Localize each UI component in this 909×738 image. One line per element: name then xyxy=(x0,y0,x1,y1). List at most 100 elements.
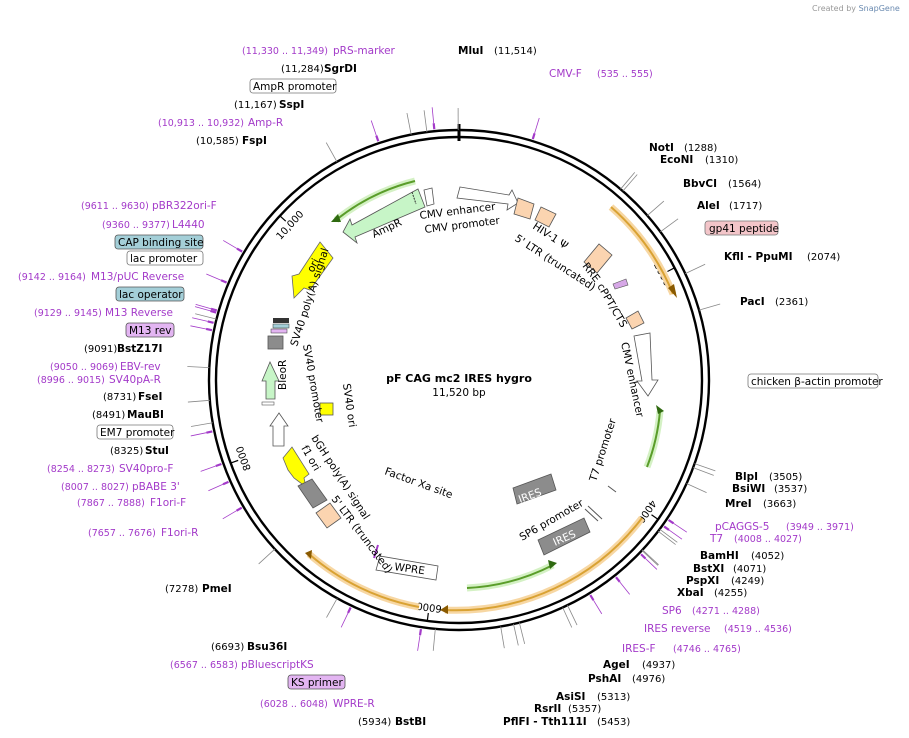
scale-tick xyxy=(426,612,429,621)
primer-leader xyxy=(534,117,540,134)
enzyme-leader xyxy=(518,622,526,645)
green-arrowhead-right xyxy=(656,405,664,414)
primer-mark xyxy=(375,135,380,142)
primer-f1orif-name[interactable]: F1ori-F xyxy=(150,497,186,509)
t7-mark xyxy=(607,485,617,493)
enzyme-fspi-pos: (10,585) xyxy=(196,136,239,147)
ori-arrow xyxy=(291,241,334,299)
enzyme-blpi-name[interactable]: BlpI xyxy=(735,471,758,483)
lac-small-2 xyxy=(272,323,290,329)
enzyme-asisi-name[interactable]: AsiSI xyxy=(556,691,585,703)
enzyme-paci-name[interactable]: PacI xyxy=(740,296,765,308)
enzyme-mrei-pos: (3663) xyxy=(763,499,796,510)
enzyme-sgrdi-name[interactable]: SgrDI xyxy=(324,63,357,75)
enzyme-bamhi-name[interactable]: BamHI xyxy=(700,550,739,562)
primer-leaders xyxy=(190,107,688,651)
primer-leader xyxy=(195,303,212,310)
enzyme-bstbi-name[interactable]: BstBI xyxy=(395,716,426,728)
primer-leader xyxy=(417,634,421,651)
lac-operator-label: lac operator xyxy=(119,289,183,301)
enzyme-bbvci-name[interactable]: BbvCI xyxy=(683,178,717,190)
enzyme-bstz17i-name[interactable]: BstZ17I xyxy=(117,343,162,355)
enzyme-fspi-name[interactable]: FspI xyxy=(242,135,267,147)
em7-promoter-box[interactable] xyxy=(96,424,174,440)
primer-l4440-name[interactable]: L4440 xyxy=(172,219,205,231)
primer-ampr-name[interactable]: Amp-R xyxy=(248,117,283,129)
enzyme-pspxi-name[interactable]: PspXI xyxy=(686,575,719,587)
primer-iresrev-name[interactable]: IRES reverse xyxy=(644,623,711,635)
enzyme-agei-name[interactable]: AgeI xyxy=(603,659,630,671)
primer-leader xyxy=(192,317,208,322)
primer-mark xyxy=(615,576,621,583)
feature-t7-promoter: T7 promoter xyxy=(587,417,619,484)
enzyme-kfli-name[interactable]: KflI - PpuMI xyxy=(724,251,793,263)
cap-binding-box[interactable] xyxy=(114,234,204,250)
primer-sv40pro-name[interactable]: SV40pro-F xyxy=(119,463,173,475)
enzyme-pspxi-pos: (4249) xyxy=(731,576,764,587)
primer-m13rev-range: (9129 .. 9145) xyxy=(34,308,102,319)
enzyme-leader xyxy=(187,366,210,368)
primer-wprer-name[interactable]: WPRE-R xyxy=(333,698,375,710)
primer-iresf-name[interactable]: IRES-F xyxy=(622,643,656,655)
enzyme-sspi-name[interactable]: SspI xyxy=(279,99,304,111)
primer-pcaggs-name[interactable]: pCAGGS-5 xyxy=(715,521,769,533)
primer-ebv-name[interactable]: EBV-rev xyxy=(120,361,161,373)
enzyme-stui-name[interactable]: StuI xyxy=(145,445,169,457)
enzyme-pmei-name[interactable]: PmeI xyxy=(202,583,232,595)
primer-leader xyxy=(668,529,683,540)
primer-mark xyxy=(205,327,213,332)
enzyme-leader xyxy=(641,550,659,566)
enzyme-noti-name[interactable]: NotI xyxy=(649,142,674,154)
lac-small-1 xyxy=(273,318,289,323)
primer-f1orir-name[interactable]: F1ori-R xyxy=(161,527,198,539)
primer-leader xyxy=(190,432,207,437)
enzyme-leader xyxy=(513,623,519,646)
enzyme-bsiwi-name[interactable]: BsiWI xyxy=(732,483,765,495)
m13-rev-box[interactable] xyxy=(125,322,175,338)
gp41-box[interactable] xyxy=(704,220,779,236)
enzyme-alei-name[interactable]: AleI xyxy=(697,200,720,212)
primer-mark xyxy=(206,430,213,434)
enzyme-fsei-name[interactable]: FseI xyxy=(138,391,162,403)
primer-m13puc-name[interactable]: M13/pUC Reverse xyxy=(91,271,184,283)
primer-t7-name[interactable]: T7 xyxy=(709,533,723,545)
primer-f1orir-range: (7657 .. 7676) xyxy=(88,528,156,539)
enzyme-bsu36i-name[interactable]: Bsu36I xyxy=(247,641,287,653)
lac-promoter-box[interactable] xyxy=(126,250,204,266)
primer-mark xyxy=(640,553,647,560)
chicken-actin-box[interactable] xyxy=(747,373,879,389)
primer-mark xyxy=(215,462,222,468)
enzyme-xbai-name[interactable]: XbaI xyxy=(677,587,704,599)
enzyme-bsiwi-pos: (3537) xyxy=(774,484,807,495)
enzyme-pflfi-name[interactable]: PflFI - Tth111I xyxy=(503,716,587,728)
primer-pbr322-name[interactable]: pBR322ori-F xyxy=(152,200,217,212)
enzyme-rsrii-name[interactable]: RsrII xyxy=(534,703,561,715)
primer-sp6-name[interactable]: SP6 xyxy=(662,605,682,617)
enzyme-bstxi-name[interactable]: BstXI xyxy=(693,563,724,575)
primer-sv40pa-range: (8996 .. 9015) xyxy=(37,375,105,386)
enzyme-leader xyxy=(326,598,338,618)
ampr-promoter-box[interactable] xyxy=(249,78,337,94)
enzyme-asisi-pos: (5313) xyxy=(597,692,630,703)
primer-sv40pa-name[interactable]: SV40pA-R xyxy=(109,374,161,386)
enzyme-leader xyxy=(692,467,714,476)
primer-pbskss-name[interactable]: pBluescriptKS xyxy=(241,659,314,671)
ires-box-upper xyxy=(512,473,557,505)
primer-prs-name[interactable]: pRS-marker xyxy=(333,45,396,57)
enzyme-pshai-name[interactable]: PshAI xyxy=(588,673,621,685)
primer-t7-range: (4008 .. 4027) xyxy=(734,534,802,545)
enzyme-mrei-name[interactable]: MreI xyxy=(725,498,752,510)
primer-cmvf-name[interactable]: CMV-F xyxy=(549,68,582,80)
primer-pbabe-name[interactable]: pBABE 3' xyxy=(132,481,180,493)
enzyme-bstz17i-pos: (9091) xyxy=(84,344,117,355)
enzyme-maubi-name[interactable]: MauBI xyxy=(127,409,164,421)
feature-green-arc-bottom xyxy=(466,561,555,592)
primer-m13rev-name[interactable]: M13 Reverse xyxy=(105,307,173,319)
scale-label: 8000 xyxy=(235,444,254,472)
primer-leader xyxy=(370,120,377,136)
primer-mark xyxy=(220,279,228,284)
enzyme-mlui-name[interactable]: MluI xyxy=(458,45,483,57)
ks-primer-box[interactable] xyxy=(287,674,346,690)
lac-operator-box[interactable] xyxy=(115,286,185,302)
enzyme-econi-name[interactable]: EcoNI xyxy=(660,154,693,166)
